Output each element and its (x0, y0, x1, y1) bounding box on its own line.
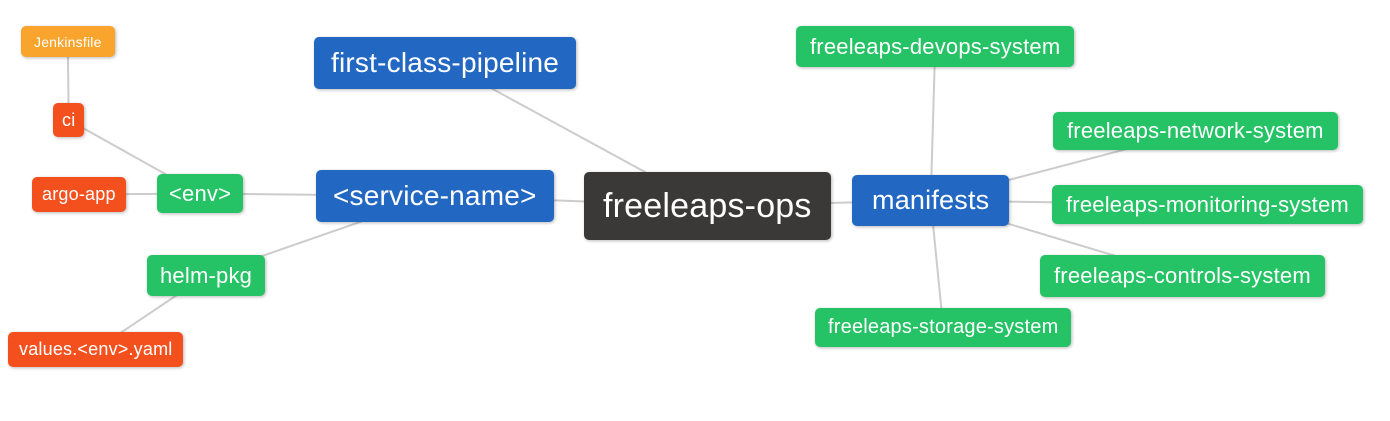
node-first-class-pipeline[interactable]: first-class-pipeline (314, 37, 577, 89)
node-service-name[interactable]: <service-name> (316, 170, 554, 222)
node-env[interactable]: <env> (157, 174, 244, 213)
edge-manifests-devops_system (929, 45, 937, 202)
node-freeleaps-storage-system[interactable]: freeleaps-storage-system (815, 308, 1072, 347)
node-freeleaps-monitoring-system[interactable]: freeleaps-monitoring-system (1052, 185, 1363, 224)
node-helm-pkg[interactable]: helm-pkg (147, 255, 266, 296)
node-freeleaps-controls-system[interactable]: freeleaps-controls-system (1040, 255, 1325, 297)
node-manifests[interactable]: manifests (852, 175, 1010, 226)
node-freeleaps-network-system[interactable]: freeleaps-network-system (1053, 112, 1338, 150)
node-ci[interactable]: ci (53, 103, 85, 137)
node-argo-app[interactable]: argo-app (32, 177, 126, 212)
node-freeleaps-devops-system[interactable]: freeleaps-devops-system (796, 26, 1075, 67)
node-values-env-yaml[interactable]: values.<env>.yaml (8, 332, 184, 367)
node-jenkinsfile[interactable]: Jenkinsfile (21, 26, 115, 57)
node-freeleaps-ops-root[interactable]: freeleaps-ops (584, 172, 831, 240)
